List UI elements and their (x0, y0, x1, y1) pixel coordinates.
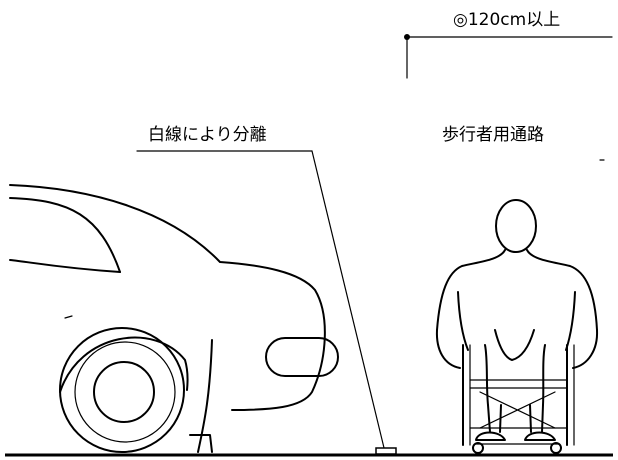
car-tire-inner (74, 341, 176, 443)
wheelchair-user-icon (435, 199, 599, 454)
wheelchair-caster-right (550, 442, 562, 454)
separation-label: 白線により分離 (148, 125, 267, 145)
separation-callout: 白線により分離 (136, 125, 386, 453)
separation-leader-line (311, 150, 386, 453)
car-icon (9, 184, 339, 453)
wheelchair-caster-left (472, 442, 484, 454)
person-head (495, 199, 537, 253)
car-tail-light (265, 337, 339, 377)
width-dimension-indicator: ◎120cm以上 (404, 10, 613, 79)
car-wheel-hub (93, 361, 155, 423)
pedestrian-path-label: 歩行者用通路 (442, 125, 544, 145)
width-requirement-label: ◎120cm以上 (453, 10, 560, 30)
car-tire-outer (59, 327, 185, 453)
white-line-icon (375, 447, 397, 455)
